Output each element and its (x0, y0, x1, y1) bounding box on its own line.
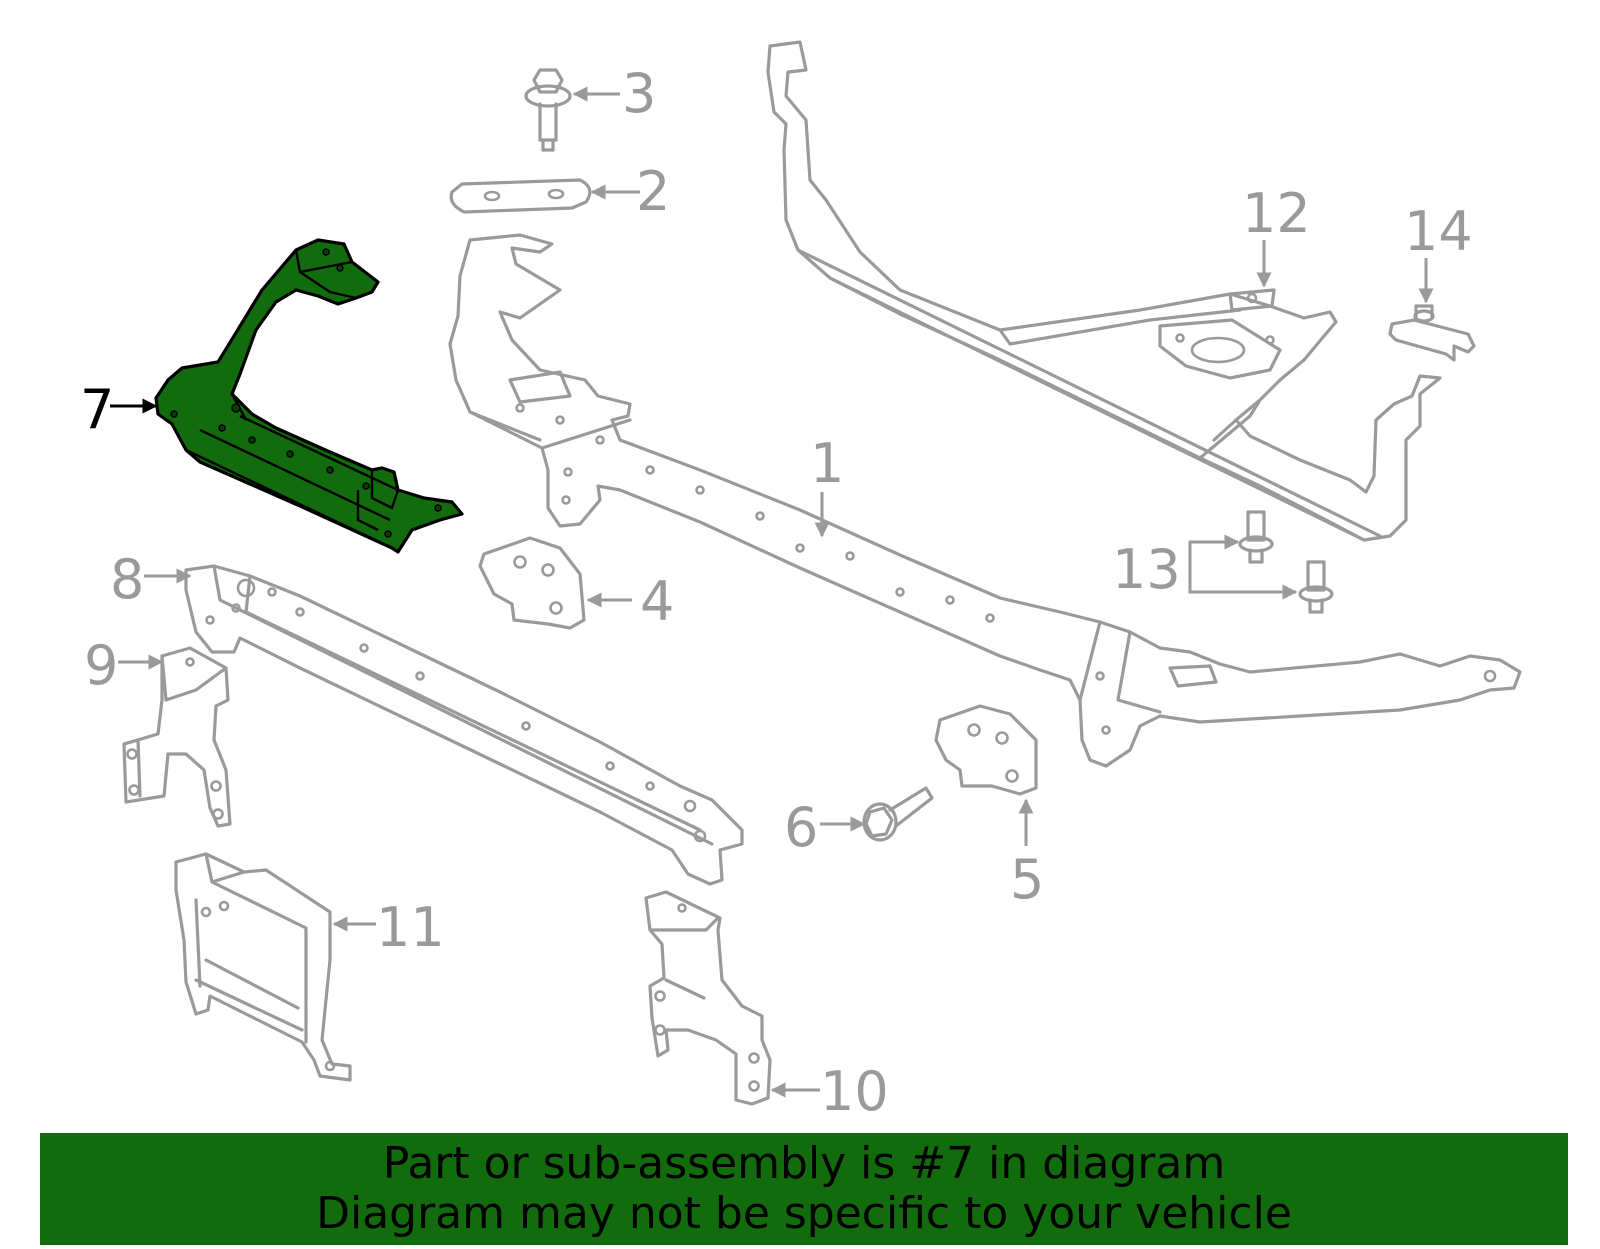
callout-leaders (110, 86, 1434, 1098)
callout-1: 1 (810, 432, 844, 495)
part-9-side-bracket[interactable] (122, 646, 232, 828)
part-11-side-panel[interactable] (174, 852, 352, 1082)
info-banner: Part or sub-assembly is #7 in diagram Di… (40, 1133, 1568, 1245)
part-12-upper-frame[interactable] (766, 40, 1442, 542)
part-6-bolt[interactable] (862, 786, 934, 842)
part-14-clip-nut[interactable] (1388, 304, 1476, 362)
part-4-bracket[interactable] (478, 536, 586, 630)
banner-line-2: Diagram may not be specific to your vehi… (316, 1188, 1292, 1239)
callout-13: 13 (1112, 538, 1181, 601)
callout-14: 14 (1404, 200, 1473, 263)
part-1-upper-tie-bar[interactable] (448, 233, 1522, 768)
callout-10: 10 (820, 1060, 889, 1123)
callout-12: 12 (1242, 182, 1311, 245)
part-7-bracket-highlighted[interactable] (154, 238, 464, 554)
banner-line-1: Part or sub-assembly is #7 in diagram (382, 1138, 1226, 1189)
part-13-studs[interactable] (1238, 510, 1334, 614)
callout-9: 9 (84, 634, 118, 697)
callout-4: 4 (640, 570, 674, 633)
part-10-side-bracket[interactable] (644, 890, 772, 1106)
part-8-lower-tie-bar[interactable] (184, 564, 744, 886)
callout-5: 5 (1010, 848, 1044, 911)
callout-3: 3 (622, 62, 656, 125)
callout-numbers: 1 2 3 4 5 6 7 8 9 10 11 12 13 14 (80, 62, 1473, 1123)
callout-6: 6 (784, 796, 818, 859)
part-5-bracket[interactable] (934, 704, 1038, 796)
callout-7: 7 (80, 378, 114, 441)
part-2-plate[interactable] (449, 178, 592, 214)
part-3-bolt[interactable] (524, 68, 572, 152)
callout-11: 11 (376, 896, 445, 959)
callout-2: 2 (636, 160, 670, 223)
callout-8: 8 (110, 548, 144, 611)
